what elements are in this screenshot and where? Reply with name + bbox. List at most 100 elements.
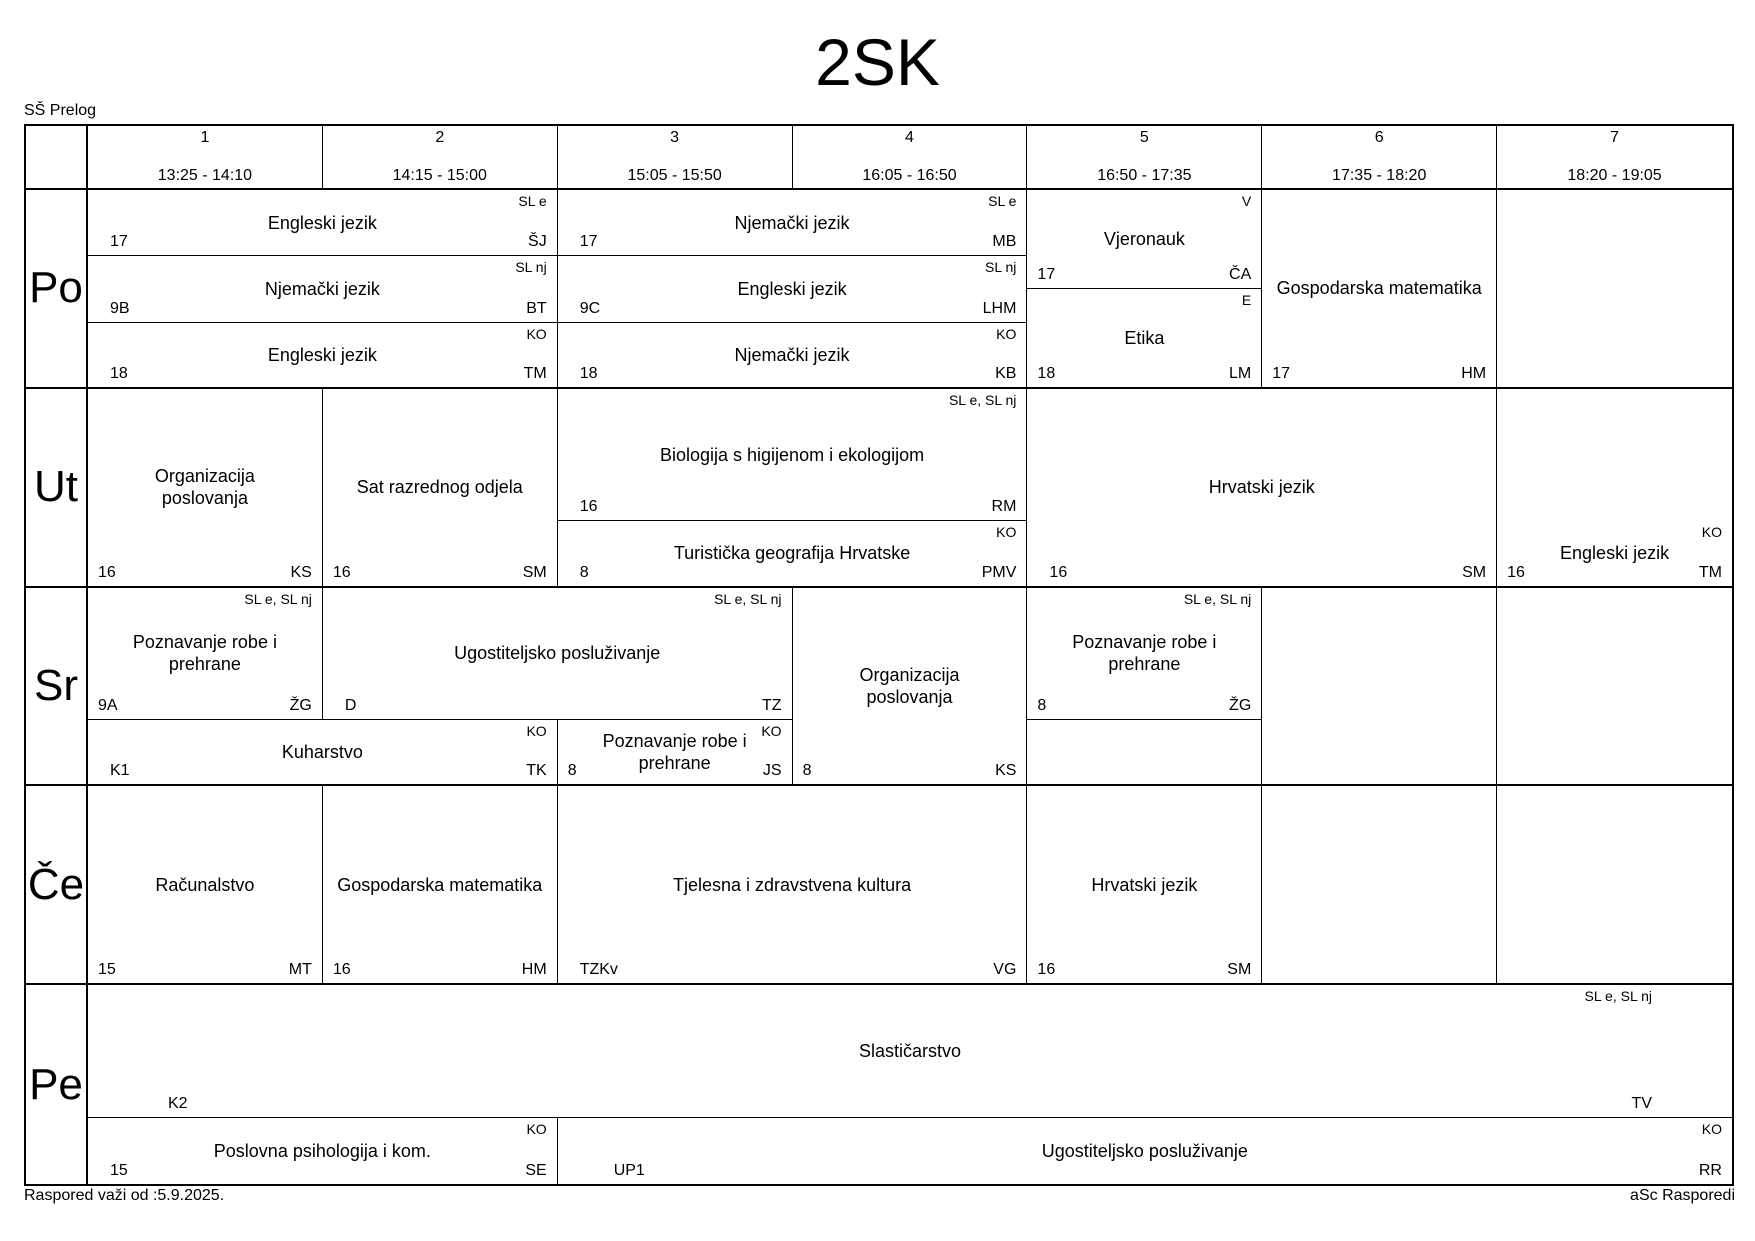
lesson-room: K2 (168, 1094, 188, 1112)
lesson-subject: Njemački jezik (734, 212, 850, 233)
lesson-room: 16 (98, 563, 116, 581)
lesson-group: KO (1701, 1120, 1722, 1137)
lesson-group: KO (996, 524, 1017, 541)
empty-slot (1262, 786, 1498, 986)
period-time: 16:05 - 16:50 (862, 167, 957, 184)
lesson-room: K1 (110, 762, 130, 780)
lesson-card[interactable]: Engleski jezik SL nj 9C LHM (557, 256, 1028, 323)
period-number: 2 (435, 129, 445, 146)
lesson-teacher: TZ (762, 697, 782, 715)
lesson-group: SL e, SL nj (714, 590, 782, 607)
lesson-subject: Njemački jezik (734, 344, 850, 365)
lesson-subject: Poznavanje robe i prehrane (602, 731, 747, 774)
lesson-room: 9A (98, 697, 118, 715)
lesson-group: SL nj (985, 259, 1017, 276)
lesson-teacher: KS (290, 563, 312, 581)
lesson-subject: Poslovna psihologija i kom. (213, 1140, 431, 1161)
lesson-subject: Poznavanje robe i prehrane (132, 632, 277, 675)
lesson-room: 18 (579, 364, 598, 382)
lesson-subject: Kuharstvo (281, 742, 363, 763)
lesson-subject: Računalstvo (155, 874, 255, 895)
lesson-subject: Engleski jezik (267, 212, 377, 233)
lesson-room: 18 (110, 364, 128, 382)
lesson-teacher: TV (1631, 1094, 1652, 1112)
valid-from-note: Raspored važi od :5.9.2025. (24, 1187, 225, 1204)
lesson-teacher: ŽG (1229, 697, 1252, 715)
lesson-subject: Tjelesna i zdravstvena kultura (672, 874, 912, 895)
lesson-subject: Poznavanje robe i prehrane (1072, 632, 1217, 675)
lesson-room: 15 (98, 961, 116, 979)
period-number: 5 (1139, 129, 1149, 146)
lesson-subject: Engleski jezik (1560, 543, 1670, 564)
lesson-teacher: RM (991, 498, 1017, 516)
lesson-teacher: TM (523, 364, 547, 382)
period-number: 3 (670, 129, 680, 146)
lesson-room: 9C (579, 299, 601, 317)
lesson-room: 16 (1037, 961, 1056, 979)
lesson-subject: Biologija s higijenom i ekologijom (659, 444, 925, 465)
lesson-teacher: PMV (981, 563, 1017, 581)
lesson-subject: Gospodarska matematika (337, 874, 543, 895)
lesson-group: KO (526, 1120, 547, 1137)
lesson-subject: Engleski jezik (737, 278, 847, 299)
lesson-group: SL e (518, 193, 547, 209)
day-label: Sr (26, 587, 88, 787)
lesson-group: V (1241, 193, 1252, 209)
lesson-group: SL nj (515, 259, 547, 276)
lesson-card[interactable]: Organizacija poslovanja 16 KS (88, 388, 323, 588)
lesson-group: KO (526, 325, 547, 342)
lesson-teacher: LHM (982, 299, 1017, 317)
lesson-room: 9B (110, 299, 130, 317)
lesson-room: 16 (1507, 563, 1525, 581)
lesson-room: 15 (110, 1161, 128, 1179)
empty-slot (1497, 786, 1732, 986)
lesson-teacher: HM (1461, 364, 1487, 382)
lesson-subject: Gospodarska matematika (1276, 278, 1482, 299)
period-time: 13:25 - 14:10 (157, 167, 253, 184)
lesson-subject: Organizacija poslovanja (154, 466, 255, 509)
period-number: 1 (200, 129, 210, 146)
timetable-title: 2SK (815, 25, 940, 99)
lesson-teacher: MB (992, 233, 1017, 251)
lesson-subject: Slastičarstvo (858, 1040, 962, 1061)
lesson-room: D (344, 697, 357, 715)
lesson-room: 16 (579, 498, 598, 516)
period-time: 15:05 - 15:50 (627, 167, 722, 184)
lesson-subject: Hrvatski jezik (1091, 874, 1198, 895)
lesson-subject: Vjeronauk (1103, 229, 1185, 250)
lesson-teacher: SM (1462, 563, 1487, 581)
lesson-room: 17 (1037, 266, 1056, 284)
period-number: 7 (1610, 129, 1620, 146)
software-credit: aSc Rasporedi (1630, 1187, 1735, 1204)
lesson-subject: Etika (1124, 328, 1165, 349)
lesson-group: SL e (988, 193, 1017, 209)
